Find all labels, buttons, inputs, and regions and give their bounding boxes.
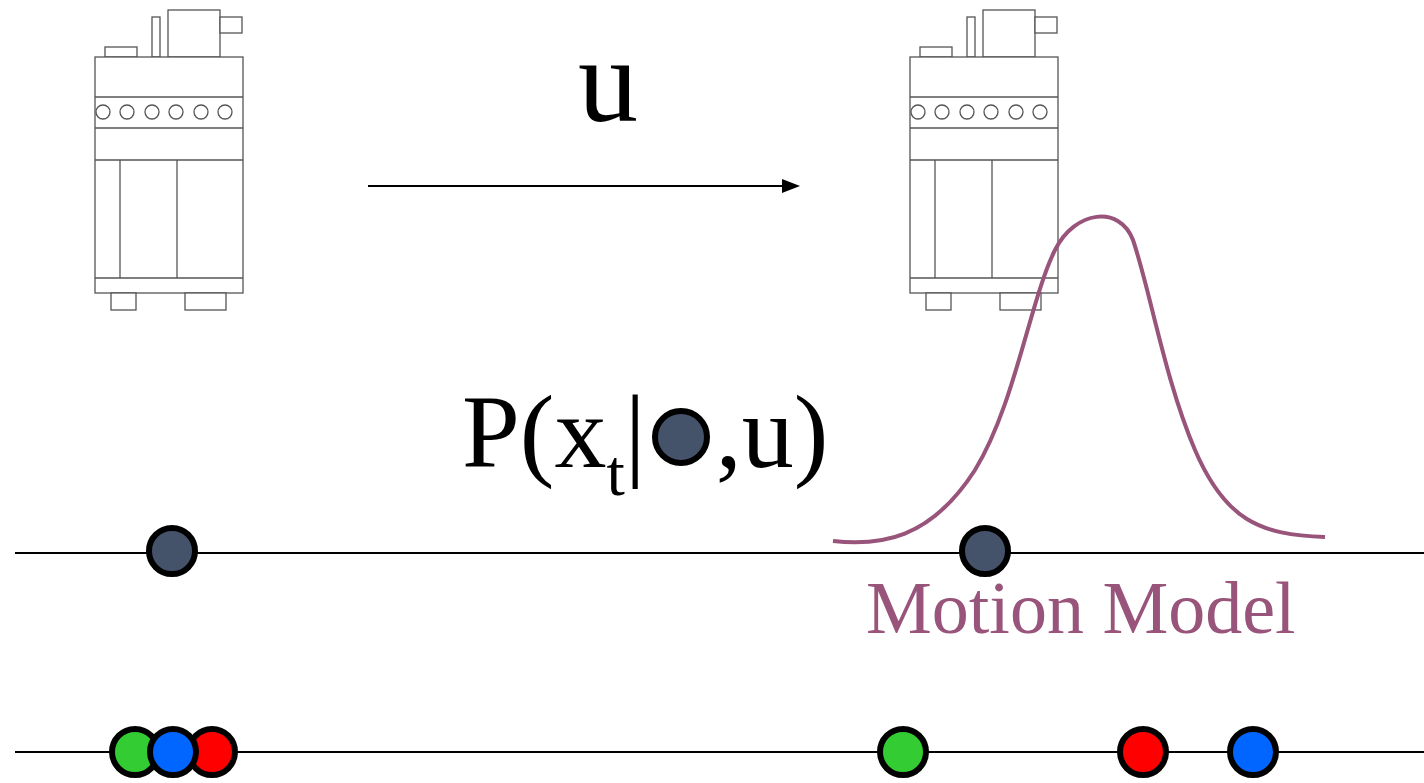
robot-before: [95, 10, 243, 310]
robot-after: [910, 10, 1058, 310]
curve-label-box: Motion Model: [866, 566, 1296, 651]
formula-text: |: [625, 374, 646, 489]
prior-state-dot: [149, 528, 195, 574]
state-axis: [15, 552, 1424, 554]
control-label-box: u: [578, 12, 638, 150]
state-dot-symbol: [649, 405, 713, 469]
sample-dot: [1120, 729, 1166, 775]
motion-arrow: [368, 185, 784, 187]
formula-text: ,u): [716, 374, 829, 489]
control-label: u: [578, 14, 638, 147]
sample-dot: [150, 729, 196, 775]
formula: P(xt| ,u): [462, 372, 828, 511]
curve-label: Motion Model: [866, 567, 1296, 649]
motion-model-curve: [833, 217, 1325, 543]
formula-text: P(x: [462, 374, 606, 489]
sample-dot: [1230, 729, 1276, 775]
sample-dot: [880, 729, 926, 775]
arrow-head: [782, 179, 800, 193]
formula-subscript: t: [606, 436, 624, 509]
